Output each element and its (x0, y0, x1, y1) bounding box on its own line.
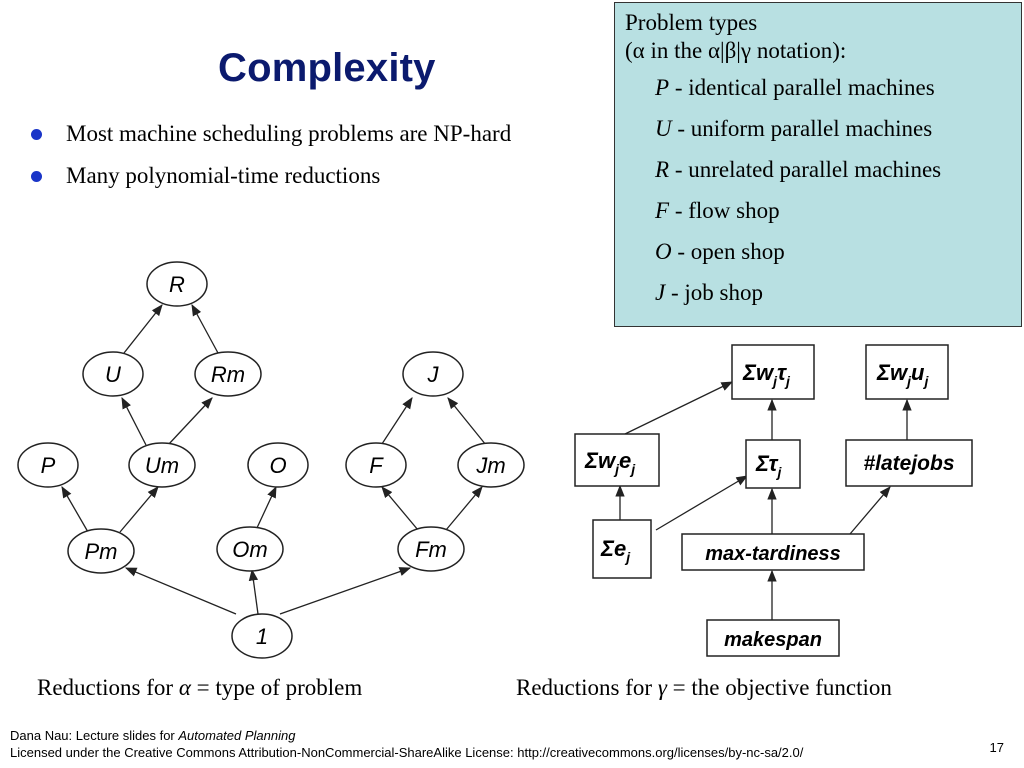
alpha-graph-edges (61, 303, 487, 615)
svg-text:Στj: Στj (755, 451, 782, 480)
bullet-list: Most machine scheduling problems are NP-… (28, 118, 528, 202)
edge-um-u (121, 396, 147, 446)
node-makespan: makespan (706, 619, 840, 657)
edge-um-rm (167, 397, 213, 446)
edge-mt-late (849, 486, 891, 535)
alpha-caption: Reductions for α = type of problem (37, 675, 363, 700)
svg-text:Σwjuj: Σwjuj (876, 360, 929, 389)
edge-om-o (255, 485, 277, 531)
svg-text:Σwjej: Σwjej (584, 448, 636, 477)
node-pm: Pm (67, 528, 135, 574)
node-j: J (402, 351, 464, 397)
problem-type-item: O - open shop (655, 239, 785, 264)
bullet-item: Most machine scheduling problems are NP-… (28, 118, 528, 149)
node-1: 1 (231, 613, 293, 659)
svg-text:Um: Um (145, 453, 179, 478)
edge-se-st (655, 475, 749, 531)
node-o: O (247, 442, 309, 488)
edge-1-pm (124, 567, 237, 615)
svg-text:1: 1 (256, 624, 268, 649)
node-latejobs: #latejobs (845, 439, 973, 487)
svg-text:R: R (169, 272, 185, 297)
svg-text:makespan: makespan (724, 629, 822, 651)
svg-text:P: P (41, 453, 56, 478)
svg-text:Σwjτj: Σwjτj (742, 360, 791, 389)
problem-type-item: F - flow shop (655, 198, 780, 223)
node-sum-wj-ej: Σwjej (574, 433, 660, 487)
problem-types-notation: (α in the α|β|γ notation): (625, 38, 847, 63)
bullet-dot-icon (31, 171, 42, 182)
problem-type-item: J - job shop (655, 280, 763, 305)
svg-text:U: U (105, 362, 121, 387)
svg-text:J: J (427, 362, 440, 387)
node-om: Om (216, 526, 284, 572)
edge-jm-j (447, 397, 487, 446)
svg-text:O: O (269, 453, 286, 478)
svg-text:Fm: Fm (415, 537, 447, 562)
svg-text:Rm: Rm (211, 362, 245, 387)
problem-type-item: U - uniform parallel machines (655, 116, 933, 141)
problem-types-box: Problem types (α in the α|β|γ notation):… (614, 2, 1022, 327)
svg-text:max-tardiness: max-tardiness (705, 543, 841, 565)
svg-text:Om: Om (232, 537, 267, 562)
gamma-graph-edges (615, 381, 912, 620)
svg-text:Jm: Jm (475, 453, 505, 478)
edge-1-fm (279, 567, 412, 615)
bullet-dot-icon (31, 129, 42, 140)
node-sum-ej: Σej (592, 519, 652, 579)
svg-text:Pm: Pm (85, 539, 118, 564)
node-u: U (82, 351, 144, 397)
edge-fm-f (381, 486, 419, 531)
node-jm: Jm (457, 442, 525, 488)
node-rm: Rm (194, 351, 262, 397)
node-max-tardiness: max-tardiness (681, 533, 865, 571)
node-fm: Fm (397, 526, 465, 572)
edge-u-r (123, 304, 163, 354)
edge-swe-swt (624, 381, 734, 435)
footer-license: Licensed under the Creative Commons Attr… (10, 745, 804, 760)
page-number: 17 (989, 740, 1004, 755)
bullet-item: Many polynomial-time reductions (28, 160, 528, 191)
node-f: F (345, 442, 407, 488)
problem-types-heading: Problem types (625, 10, 758, 35)
node-um: Um (128, 442, 196, 488)
footer-author: Dana Nau: Lecture slides for Automated P… (10, 728, 296, 743)
footer: Dana Nau: Lecture slides for Automated P… (10, 727, 803, 761)
svg-text:#latejobs: #latejobs (863, 452, 954, 475)
edge-rm-r (191, 303, 219, 354)
edge-pm-p (61, 485, 89, 533)
node-sum-tauj: Στj (745, 439, 801, 489)
problem-type-item: R - unrelated parallel machines (655, 157, 942, 182)
edge-pm-um (119, 486, 159, 533)
edge-1-om (248, 568, 259, 615)
svg-text:F: F (369, 453, 384, 478)
problem-type-item: P - identical parallel machines (655, 75, 935, 100)
edge-f-j (379, 397, 413, 448)
gamma-caption: Reductions for γ = the objective functio… (516, 675, 892, 700)
node-p: P (17, 442, 79, 488)
svg-text:Σej: Σej (600, 536, 631, 565)
node-sum-wj-tauj: Σwjτj (731, 344, 815, 400)
slide-title: Complexity (218, 46, 436, 90)
node-r: R (146, 261, 208, 307)
edge-fm-jm (445, 486, 483, 531)
node-sum-wj-uj: Σwjuj (865, 344, 949, 400)
